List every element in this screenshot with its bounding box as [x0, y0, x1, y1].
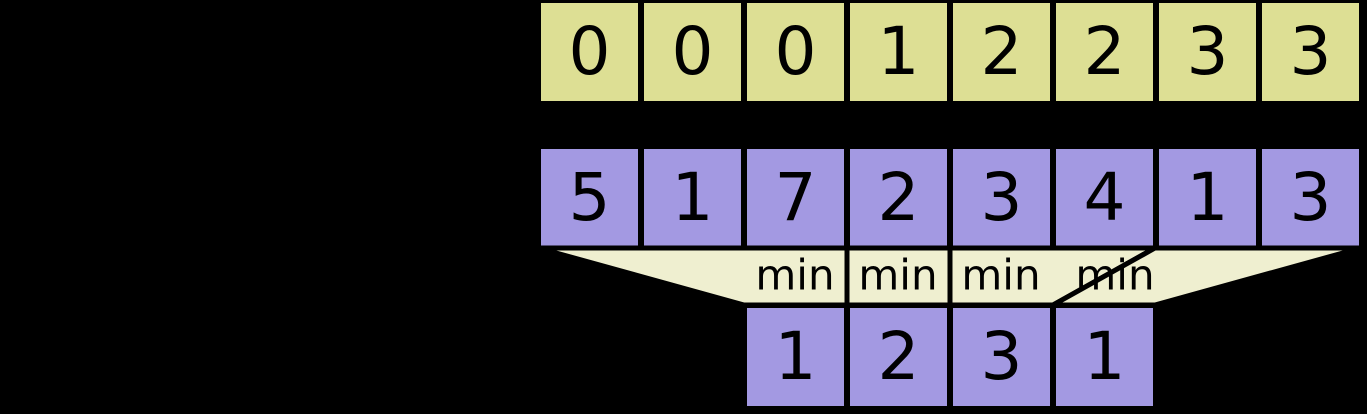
- block-index-cell: 0: [744, 0, 847, 104]
- block-min-row: 1 2 3 1: [744, 305, 1156, 409]
- value-cell: 1: [1156, 146, 1259, 250]
- block-index-cell: 1: [847, 0, 950, 104]
- block-min-cell: 1: [1053, 305, 1156, 409]
- value-cell: 1: [641, 146, 744, 250]
- block-min-cell: 1: [744, 305, 847, 409]
- value-row: 5 1 7 2 3 4 1 3: [538, 146, 1362, 250]
- value-cell: 3: [950, 146, 1053, 250]
- block-index-cell: 0: [641, 0, 744, 104]
- value-cell: 2: [847, 146, 950, 250]
- value-cell: 5: [538, 146, 641, 250]
- min-label-4: min: [1075, 251, 1154, 300]
- block-index-cell: 3: [1259, 0, 1362, 104]
- block-index-row: 0 0 0 1 2 2 3 3: [538, 0, 1362, 104]
- value-cell: 3: [1259, 146, 1362, 250]
- min-label-3: min: [961, 251, 1040, 300]
- min-label-2: min: [858, 251, 937, 300]
- min-label-1: min: [755, 251, 834, 300]
- block-index-cell: 2: [950, 0, 1053, 104]
- block-index-cell: 3: [1156, 0, 1259, 104]
- block-index-cell: 2: [1053, 0, 1156, 104]
- value-cell: 7: [744, 146, 847, 250]
- value-cell: 4: [1053, 146, 1156, 250]
- block-index-cell: 0: [538, 0, 641, 104]
- block-min-cell: 2: [847, 305, 950, 409]
- min-reduction-band: min min min min: [0, 240, 1367, 316]
- block-min-cell: 3: [950, 305, 1053, 409]
